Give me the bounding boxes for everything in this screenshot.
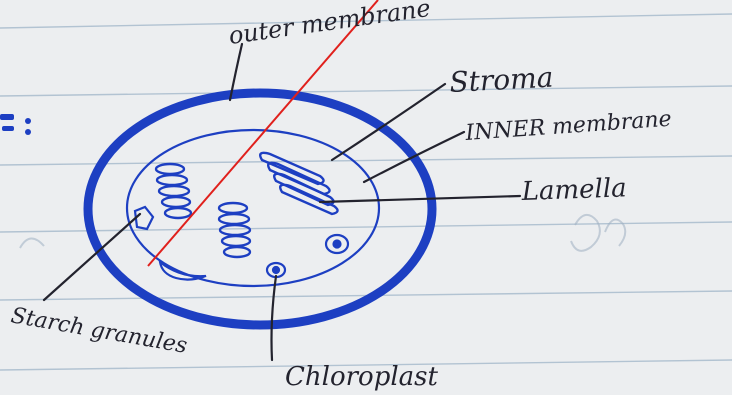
label-stroma: Stroma — [449, 61, 555, 99]
label-inner-membrane: INNER membrane — [464, 107, 673, 146]
grana-stack-center — [219, 203, 250, 257]
pointer-lamella — [320, 196, 520, 202]
grana-stack-right — [260, 153, 337, 214]
label-chloroplast: Chloroplast — [285, 362, 438, 392]
label-outer-membrane: outer membrane — [227, 0, 432, 50]
grana-stack-left — [156, 164, 191, 218]
stray-ink-marks — [0, 114, 31, 135]
label-lamella: Lamella — [520, 173, 627, 207]
pointer-inner-membrane — [364, 132, 464, 182]
label-starch-granules: Starch granules — [9, 303, 189, 359]
pointer-chloroplast — [272, 276, 277, 360]
bleed-through-marks — [20, 215, 625, 251]
